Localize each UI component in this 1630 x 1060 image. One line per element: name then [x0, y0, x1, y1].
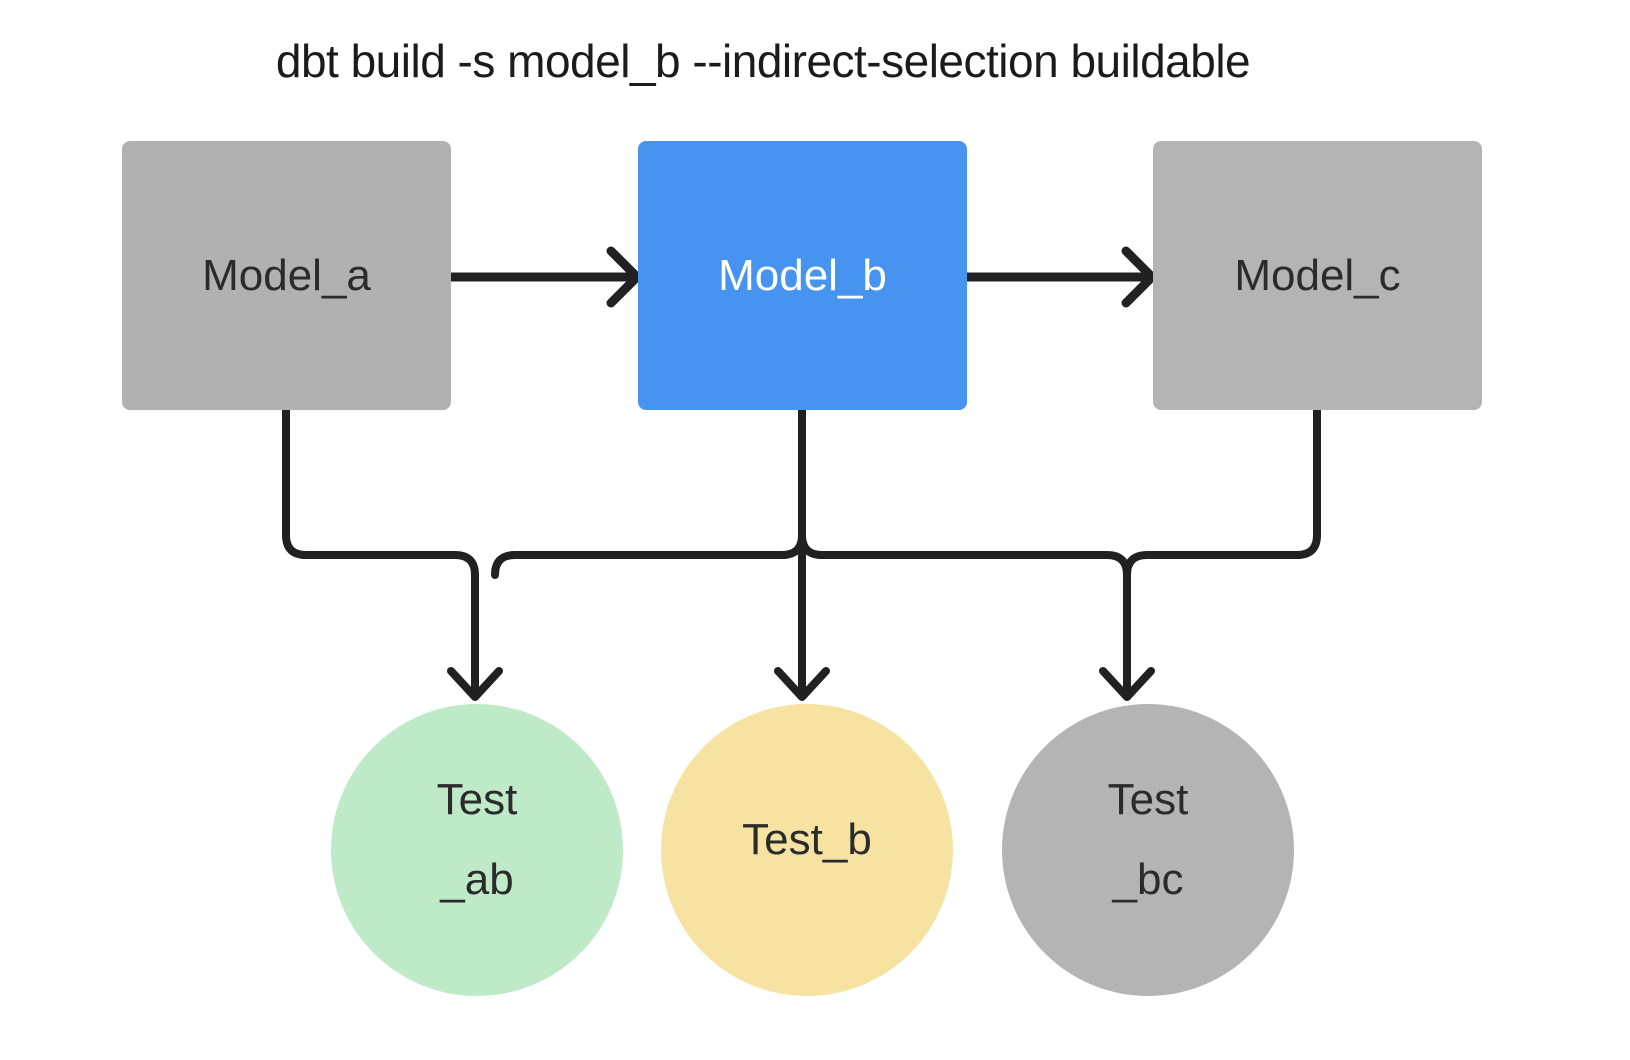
node-test-b-label: Test_b [742, 815, 872, 864]
edge-model-b-to-test-bc [798, 406, 1131, 579]
edge-model-c-to-test-bc [1123, 406, 1321, 697]
edge-model-b-to-test-ab [491, 406, 806, 579]
node-model-b-label: Model_b [718, 250, 887, 300]
node-test-bc: Test _bc [1002, 704, 1294, 996]
edge-model-b-to-model-c [961, 246, 1157, 308]
arrowhead-test-bc [1099, 667, 1155, 701]
node-test-bc-label: Test _bc [1107, 775, 1189, 904]
edge-model-a-to-model-b [446, 246, 642, 308]
node-model-c: Model_c [1153, 141, 1482, 410]
edge-model-a-to-test-ab [282, 406, 479, 697]
node-model-c-label: Model_c [1234, 250, 1401, 300]
edge-group [282, 246, 1321, 701]
node-model-b: Model_b [638, 141, 967, 410]
node-test-ab-label: Test _ab [436, 775, 518, 904]
node-test-ab: Test _ab [331, 704, 623, 996]
node-model-a-label: Model_a [202, 250, 371, 300]
command-title: dbt build -s model_b --indirect-selectio… [275, 35, 1251, 87]
arrowhead-test-ab [447, 667, 503, 701]
node-model-a: Model_a [122, 141, 451, 410]
arrowhead-test-b [774, 667, 830, 701]
node-test-b: Test_b [661, 704, 953, 996]
